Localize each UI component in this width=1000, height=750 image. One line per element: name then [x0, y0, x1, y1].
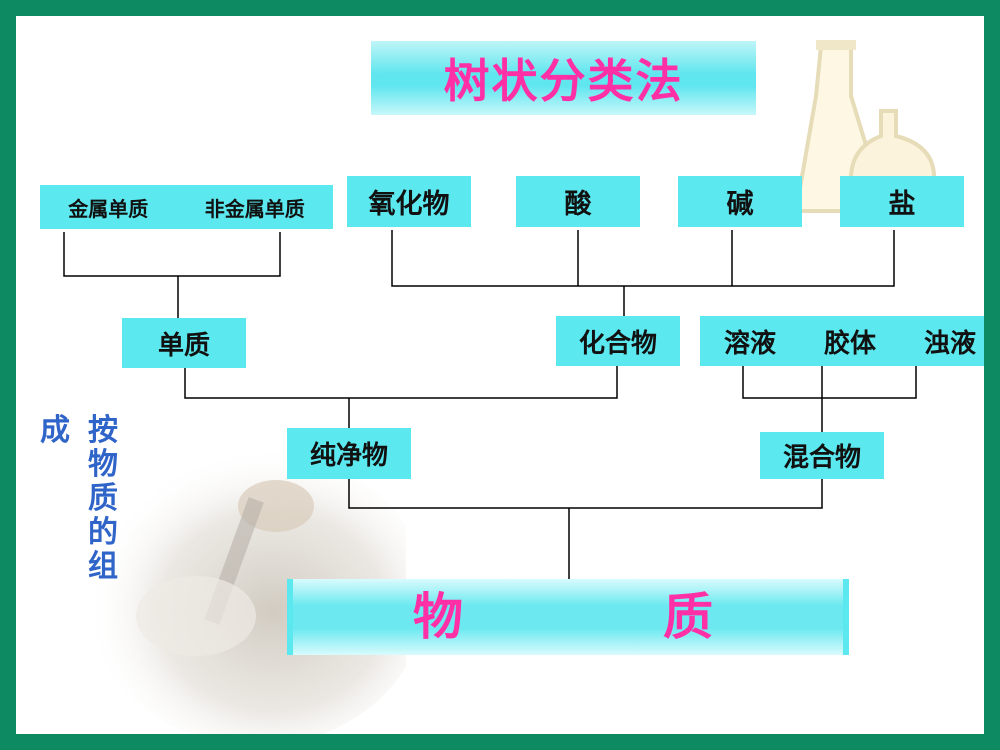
solution-label: 溶液 — [723, 328, 776, 359]
mixture-box: 混合物 — [760, 432, 884, 479]
root-char-2: 质 — [663, 588, 713, 646]
compound-box: 化合物 — [556, 316, 680, 366]
oxide-box: 氧化物 — [347, 176, 471, 227]
base-box: 碱 — [678, 176, 802, 227]
side-char: 按 — [88, 413, 118, 448]
side-char: 的 — [88, 515, 118, 550]
side-char: 质 — [88, 481, 118, 516]
nonmetal-elements-label: 非金属单质 — [204, 196, 305, 221]
metal-nonmetal-box: 金属单质 非金属单质 — [40, 185, 333, 229]
tree-connectors — [63, 230, 917, 579]
root-box: 物 质 — [287, 579, 849, 655]
page-title: 树状分类法 — [371, 41, 756, 115]
side-label-column: 按 物 质 的 组 — [88, 414, 118, 584]
dispersion-box: 溶液 胶体 浊液 — [700, 316, 984, 366]
slide: 树状分类法 金属单质 非金属单质 氧化物 酸 碱 盐 单质 — [16, 16, 984, 734]
acid-box: 酸 — [516, 176, 640, 227]
side-char-left: 成 — [40, 413, 70, 448]
salt-box: 盐 — [840, 176, 964, 227]
lab-photo-decoration — [86, 446, 406, 734]
colloid-label: 胶体 — [823, 328, 876, 359]
side-char: 物 — [88, 447, 118, 482]
suspension-label: 浊液 — [923, 328, 976, 359]
side-char: 组 — [88, 549, 118, 584]
element-substance-box: 单质 — [122, 318, 246, 368]
side-label-left: 成 — [40, 414, 70, 448]
pure-substance-box: 纯净物 — [287, 428, 411, 479]
root-char-1: 物 — [413, 588, 463, 646]
metal-elements-label: 金属单质 — [68, 196, 149, 221]
